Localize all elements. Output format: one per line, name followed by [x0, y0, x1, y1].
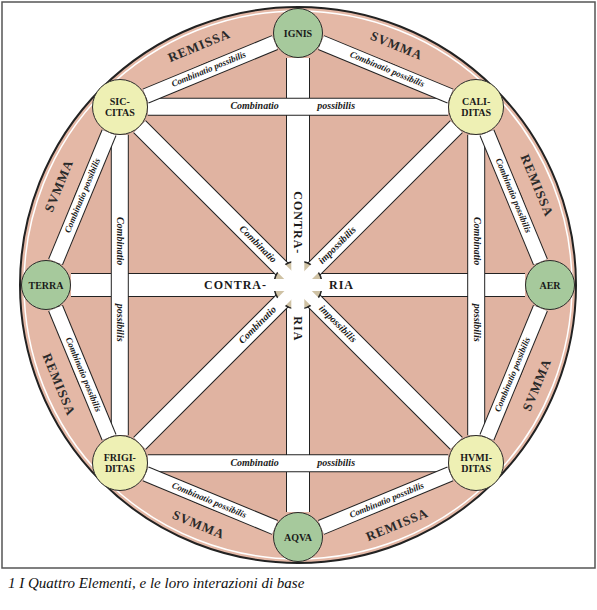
band-connector [487, 133, 541, 262]
band-connector [146, 474, 275, 528]
band-outline [487, 133, 541, 262]
node-label: AQVA [284, 532, 312, 543]
band-outline [487, 308, 541, 437]
band-fill [112, 135, 128, 435]
ring-label: SVMMA [42, 158, 75, 214]
band-label: CONTRA- RIA [202, 279, 356, 292]
quality-circle: CALI- DITAS [448, 79, 504, 135]
frame [2, 2, 595, 568]
element-circle: IGNIS [273, 8, 323, 58]
band-connector [146, 43, 275, 97]
band-fill [146, 474, 275, 528]
ring-label: SVMMA [520, 356, 553, 412]
node-label: TERRA [28, 280, 63, 291]
ring-label: REMISSA [364, 506, 430, 543]
band-connector [321, 474, 450, 528]
band-outline [148, 98, 448, 116]
band-outline [56, 133, 110, 262]
band-outline [140, 127, 457, 444]
band-connector [56, 308, 110, 437]
band-label: CONTRA- RIA [292, 189, 305, 343]
band-fill [140, 127, 457, 444]
quality-circle: FRIGI- DITAS [92, 435, 148, 491]
node-label: AER [539, 280, 560, 291]
node-label: FRIGI- DITAS [104, 452, 136, 474]
element-circle: AQVA [273, 512, 323, 562]
band-fill [148, 455, 448, 471]
band-fill [487, 133, 541, 262]
band-outline [148, 454, 448, 472]
band-fill [56, 308, 110, 437]
band-label: Combinatio possibilis [228, 458, 357, 469]
band-connector [56, 133, 110, 262]
band-outline [56, 308, 110, 437]
band-label: Combinatio possibilis [471, 215, 482, 344]
band-outline [321, 474, 450, 528]
band-outline [140, 127, 457, 444]
band-fill [56, 133, 110, 262]
node-label: CALI- DITAS [461, 96, 491, 118]
band-outline [321, 43, 450, 97]
ring-label: SVMMA [369, 29, 425, 62]
band-outline [111, 135, 129, 435]
inner-disc [58, 45, 538, 525]
ring-label: REMISSA [519, 153, 556, 219]
figure-caption: 1 I Quattro Elementi, e le loro interazi… [8, 574, 588, 592]
band-label: Combinatio possibilis [228, 101, 357, 112]
node-label: SIC- CITAS [105, 96, 135, 118]
band-fill [468, 135, 484, 435]
band-fill [321, 43, 450, 97]
band-fill [148, 99, 448, 115]
node-label: IGNIS [284, 28, 312, 39]
band-fill [146, 43, 275, 97]
band-fill [321, 474, 450, 528]
band-connector [487, 308, 541, 437]
band-outline [146, 474, 275, 528]
band-connector [140, 127, 457, 444]
band-fill [487, 308, 541, 437]
element-circle: TERRA [21, 260, 71, 310]
element-circle: AER [525, 260, 575, 310]
band-connector [140, 127, 457, 444]
band-outline [467, 135, 485, 435]
ring-label: SVMMA [171, 508, 227, 541]
quality-circle: HVMI- DITAS [448, 435, 504, 491]
band-outline [146, 43, 275, 97]
quality-circle: SIC- CITAS [92, 79, 148, 135]
band-fill [140, 127, 457, 444]
band-connector [321, 43, 450, 97]
node-label: HVMI- DITAS [460, 452, 492, 474]
outer-ring [20, 7, 576, 563]
band-label: Combinatio possibilis [114, 215, 125, 344]
ring-line [24, 11, 572, 559]
